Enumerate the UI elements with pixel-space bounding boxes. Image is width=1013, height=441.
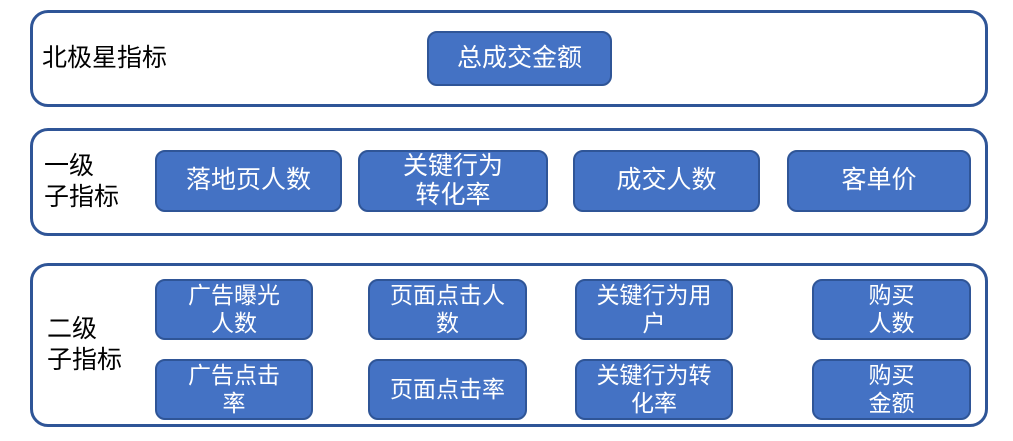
box-purchase-amount: 购买 金额: [812, 359, 971, 420]
box-key-action-conversion-rate: 关键行为 转化率: [358, 150, 548, 212]
box-avg-order-value: 客单价: [787, 150, 971, 212]
label-level1-sub-metrics: 一级 子指标: [44, 151, 120, 211]
box-total-gmv: 总成交金额: [427, 31, 612, 86]
box-landing-page-users: 落地页人数: [155, 150, 342, 212]
box-paying-users: 成交人数: [573, 150, 760, 212]
box-ad-click-rate: 广告点击 率: [155, 359, 313, 420]
box-purchase-users: 购买 人数: [812, 279, 971, 340]
box-key-action-users: 关键行为用 户: [575, 279, 733, 340]
box-page-click-rate: 页面点击率: [368, 359, 527, 420]
label-level2-sub-metrics: 二级 子指标: [47, 314, 123, 374]
box-ad-impression-users: 广告曝光 人数: [155, 279, 313, 340]
label-north-star: 北极星指标: [42, 43, 168, 72]
box-page-click-users: 页面点击人 数: [368, 279, 527, 340]
box-key-action-conversion-rate-l2: 关键行为转 化率: [575, 359, 733, 420]
